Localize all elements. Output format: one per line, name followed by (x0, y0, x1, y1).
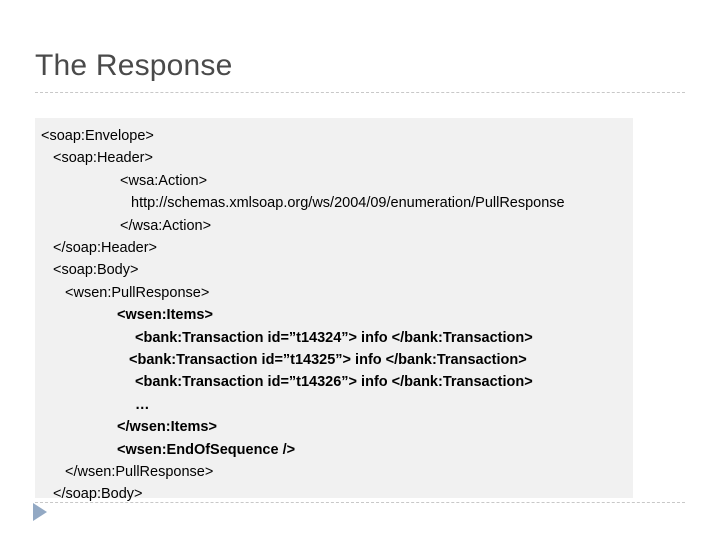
code-line: </soap:Header> (53, 240, 157, 256)
code-block: <soap:Envelope> <soap:Header> <wsa:Action>… (35, 118, 633, 502)
code-line: <wsa:Action> (120, 172, 208, 189)
code-line: … (135, 396, 150, 413)
code-line: <wsen:Items> (117, 307, 213, 324)
title-divider (35, 92, 685, 93)
code-line: <bank:Transaction id=”t14326”> info </ba… (135, 374, 533, 391)
code-line: </wsen:Items> (117, 419, 217, 436)
code-line: </soap:Body> (53, 486, 143, 503)
code-line: </wsen:PullResponse> (65, 464, 214, 480)
footer-divider (35, 502, 685, 503)
code-line: <soap:Envelope> (41, 128, 154, 144)
code-line: <bank:Transaction id=”t14324”> info </ba… (135, 329, 533, 346)
code-line: </wsa:Action> (120, 217, 212, 234)
code-line: http://schemas.xmlsoap.org/ws/2004/09/en… (131, 195, 565, 212)
code-line: <soap:Header> (53, 150, 153, 167)
page-title: The Response (35, 49, 233, 82)
code-line: <bank:Transaction id=”t14325”> info </ba… (129, 352, 527, 368)
code-line: <wsen:PullResponse> (65, 284, 210, 301)
code-line: <wsen:EndOfSequence /> (117, 441, 296, 458)
play-triangle-icon[interactable] (33, 503, 47, 521)
code-line: <soap:Body> (53, 262, 139, 279)
